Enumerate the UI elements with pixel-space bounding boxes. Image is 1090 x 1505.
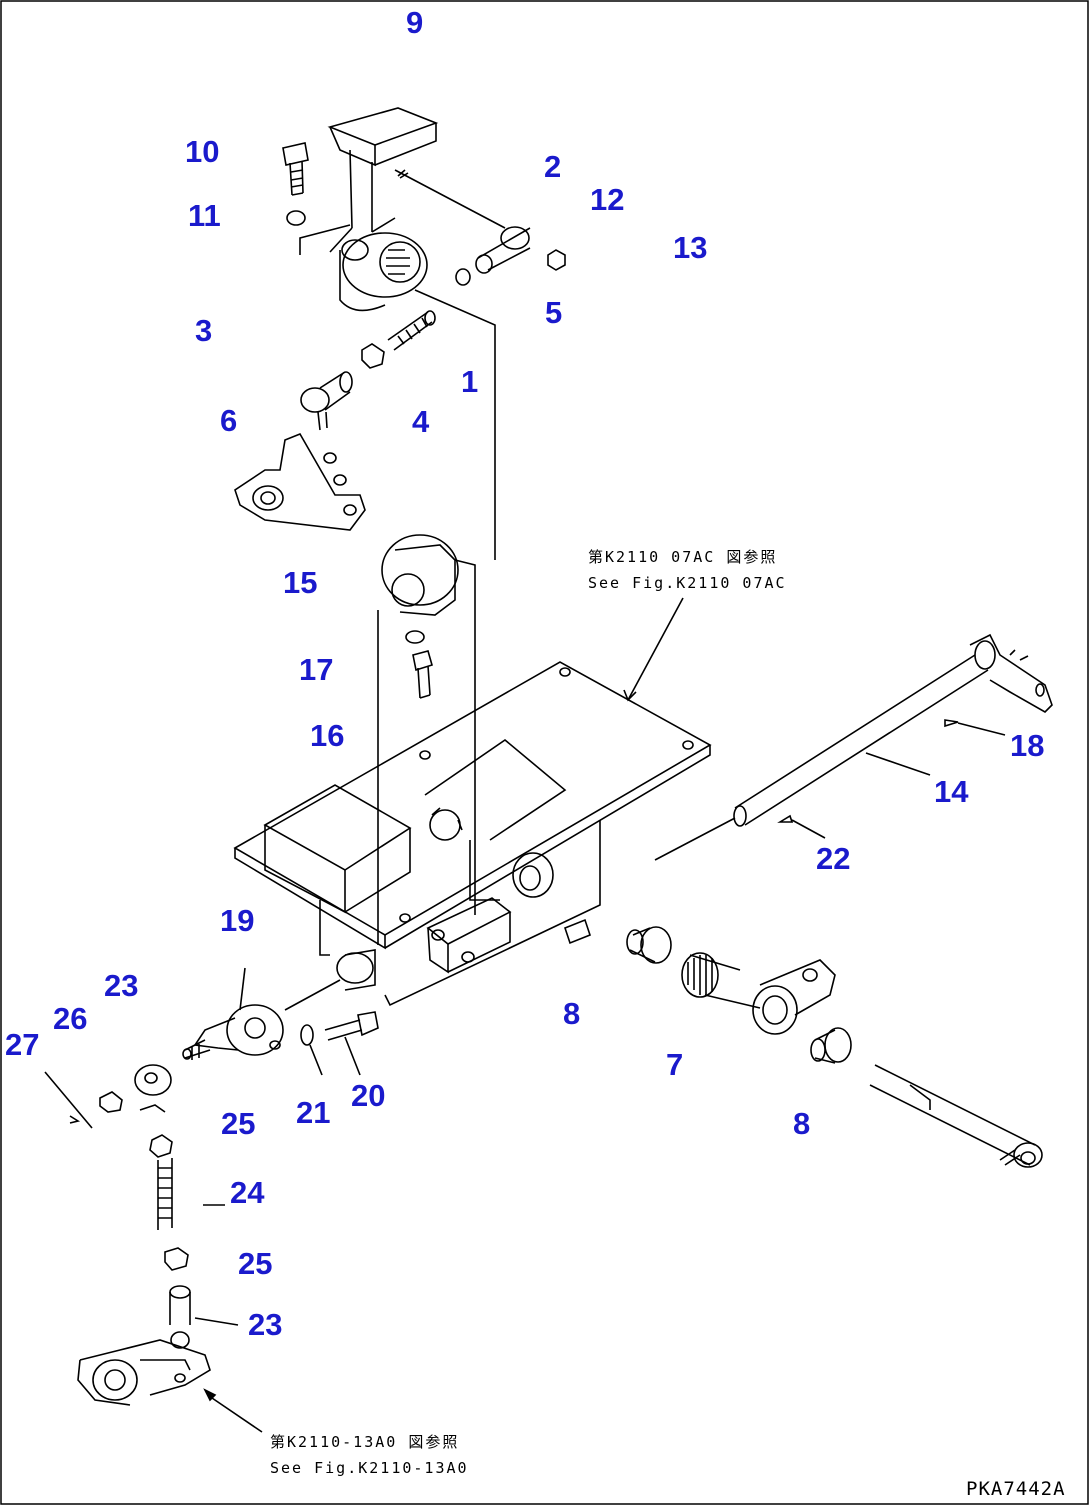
callout-23-upper: 23 [104, 968, 139, 1003]
rod-end-part-3 [301, 372, 352, 430]
nut-part-26 [100, 1092, 122, 1112]
callout-4: 4 [412, 404, 430, 439]
lever-part-7 [682, 953, 835, 1034]
leader-22 [792, 820, 825, 838]
washer-part-21 [301, 1025, 313, 1045]
leader-20 [345, 1037, 360, 1075]
pin-part-2 [395, 170, 530, 273]
callout-6: 6 [220, 403, 238, 438]
leader-boss [415, 290, 495, 560]
lower-bracket [78, 1340, 215, 1405]
centerline-14 [655, 818, 735, 860]
leader-ref2 [212, 1398, 262, 1432]
callout-15: 15 [283, 565, 318, 600]
lever-part-19 [183, 968, 283, 1060]
callout-2: 2 [544, 149, 562, 184]
shaft-part-14 [734, 635, 1052, 826]
nut-part-12 [548, 250, 565, 270]
rod-end-part-23-upper [135, 1065, 171, 1112]
callout-19: 19 [220, 903, 255, 938]
nut-part-4 [362, 344, 384, 368]
callout-11: 11 [188, 198, 221, 233]
callout-22: 22 [816, 841, 851, 876]
callout-3: 3 [195, 313, 213, 348]
nut-part-25-lower [165, 1248, 188, 1270]
callout-13: 13 [673, 230, 708, 265]
washer-part-11 [287, 211, 305, 225]
leader-27-arrow [70, 1116, 78, 1123]
leader-ref1-arrow [624, 690, 636, 700]
clamp-part-15 [382, 535, 475, 915]
callout-16: 16 [310, 718, 345, 753]
callout-23-lower: 23 [248, 1307, 283, 1342]
washer-part-17 [406, 631, 424, 643]
callout-26: 26 [53, 1001, 88, 1036]
leader-27 [45, 1072, 92, 1128]
drawing-code: PKA7442A [966, 1478, 1066, 1500]
leader-14 [866, 753, 930, 775]
callout-5: 5 [545, 295, 563, 330]
pin-part-22 [780, 816, 792, 822]
callout-14: 14 [934, 774, 969, 809]
bolt-part-1 [388, 311, 435, 350]
callout-21: 21 [296, 1095, 331, 1130]
shaft-end [870, 1065, 1042, 1167]
callout-25-lower: 25 [238, 1246, 273, 1281]
pedal-part-9 [330, 108, 436, 310]
bushing-part-8-upper [627, 927, 671, 963]
nut-part-25-upper [150, 1135, 172, 1157]
callout-12: 12 [590, 182, 625, 217]
bolt-part-20 [325, 1012, 378, 1040]
leader-21 [310, 1045, 322, 1075]
callout-18: 18 [1010, 728, 1045, 763]
callout-27: 27 [5, 1027, 40, 1062]
callout-17: 17 [299, 652, 334, 687]
bushing-part-8-lower [811, 1028, 851, 1063]
callout-8-lower: 8 [793, 1106, 811, 1141]
leader-ref1 [628, 598, 683, 700]
rod-part-24 [158, 1158, 172, 1230]
callout-9: 9 [406, 5, 424, 40]
callout-25-upper: 25 [221, 1106, 256, 1141]
leader-18 [958, 723, 1005, 735]
callout-1: 1 [461, 364, 479, 399]
bolt-part-10 [283, 143, 308, 195]
leader-pedal-left [300, 225, 350, 255]
reference-note-1-jp: 第K2110 07AC 図参照 [588, 548, 778, 566]
callout-20: 20 [351, 1078, 386, 1113]
base-plate [235, 662, 710, 1005]
rod-end-part-23-lower [170, 1286, 190, 1348]
callout-10: 10 [185, 134, 220, 169]
pin-part-18 [945, 720, 958, 726]
leader-23-lower [195, 1318, 238, 1325]
reference-note-1-en: See Fig.K2110 07AC [588, 574, 787, 592]
bolt-part-16 [413, 651, 432, 698]
callout-8-upper: 8 [563, 996, 581, 1031]
bracket-block [428, 898, 590, 972]
reference-note-2-jp: 第K2110-13A0 図参照 [270, 1433, 460, 1451]
bracket-part-6 [235, 434, 365, 530]
callout-24: 24 [230, 1175, 265, 1210]
leader-19 [285, 980, 340, 1010]
washer-part-5 [456, 269, 470, 285]
reference-note-2-en: See Fig.K2110-13A0 [270, 1459, 469, 1477]
callout-7: 7 [666, 1047, 684, 1082]
